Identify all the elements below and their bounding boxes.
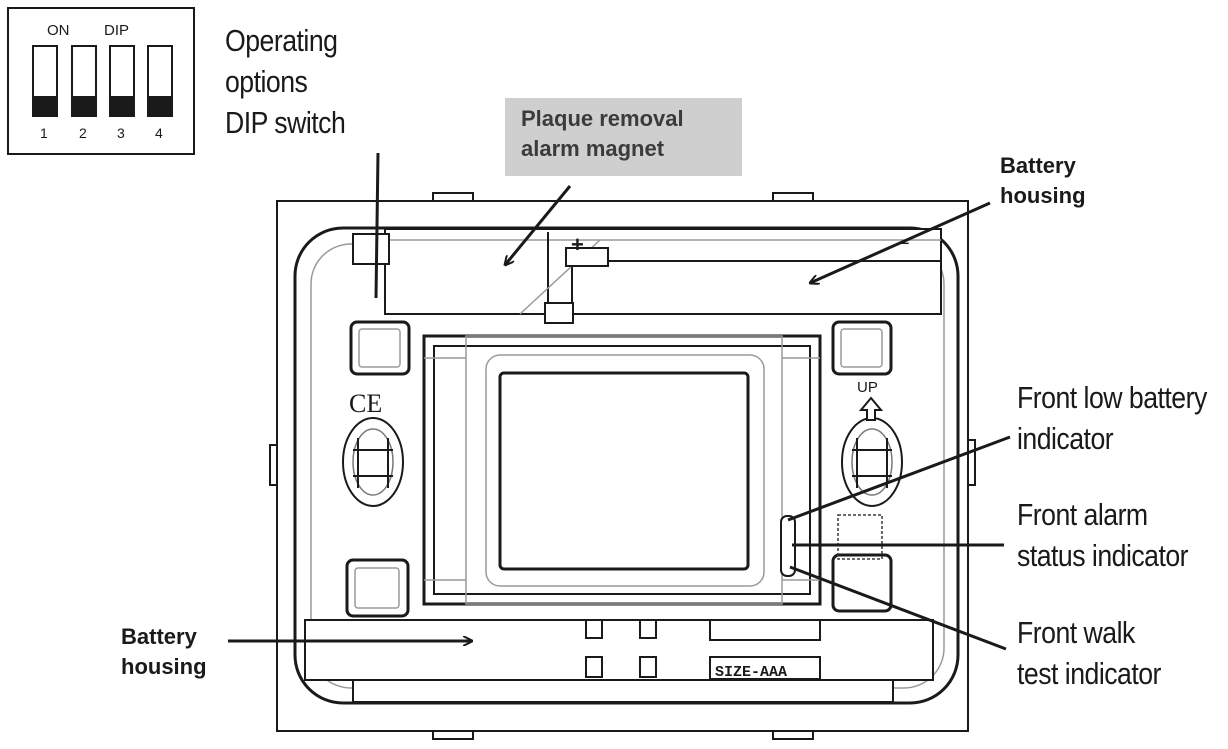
polarity-plus-mark: + [571,232,584,257]
top-battery-arrow [810,201,991,283]
dip-number-3: 3 [117,125,125,141]
ce-mark: CE [349,389,382,418]
device-body [269,192,976,740]
operating-options-line-1: Operating [225,23,338,58]
plaque-removal-label: Plaque removal alarm magnet [521,104,684,164]
dip-switch-inset: ON DIP 1 2 3 4 [7,7,195,155]
dip-switch-4 [147,45,173,117]
leader-lines [228,152,1011,651]
dip-number-4: 4 [155,125,163,141]
plaque-removal-line-2: alarm magnet [521,136,665,161]
front-walk-test-line-1: Front walk [1017,615,1135,650]
front-low-battery-line-2: indicator [1017,421,1114,456]
battery-housing-bottom-line-1: Battery [121,624,197,649]
operating-options-line-3: DIP switch [225,105,346,140]
battery-housing-bottom-line-2: housing [121,654,207,679]
battery-housing-top-line-1: Battery [1000,153,1076,178]
polarity-minus-mark: − [898,233,910,255]
dip-number-2: 2 [79,125,87,141]
operating-options-label: Operating options DIP switch [225,20,346,143]
battery-housing-top-label: Battery housing [1000,151,1086,211]
low-battery-leader-line [787,435,1011,522]
dip-on-label: ON [47,22,70,39]
dip-switch-1 [32,45,58,117]
front-walk-test-line-2: test indicator [1017,656,1161,691]
walk-test-leader-line [789,565,1007,651]
front-alarm-status-line-2: status indicator [1017,538,1189,573]
front-low-battery-line-1: Front low battery [1017,380,1207,415]
front-low-battery-label: Front low battery indicator [1017,377,1207,459]
plaque-arrow [505,185,572,265]
front-walk-test-label: Front walk test indicator [1017,612,1161,694]
dip-dip-label: DIP [104,22,129,39]
dip-switch-3 [109,45,135,117]
up-arrow-icon [858,396,884,421]
dip-switch-2 [71,45,97,117]
battery-size-mark: SIZE-AAA [715,664,787,681]
battery-housing-bottom-label: Battery housing [121,622,207,682]
operating-options-line-2: options [225,64,308,99]
up-mark: UP [857,379,878,396]
front-alarm-status-line-1: Front alarm [1017,497,1148,532]
dip-switch-leader-line [374,152,380,299]
plaque-label-background [505,98,742,176]
dip-number-1: 1 [40,125,48,141]
plaque-removal-line-1: Plaque removal [521,106,684,131]
battery-housing-top-line-2: housing [1000,183,1086,208]
front-alarm-status-label: Front alarm status indicator [1017,494,1189,576]
